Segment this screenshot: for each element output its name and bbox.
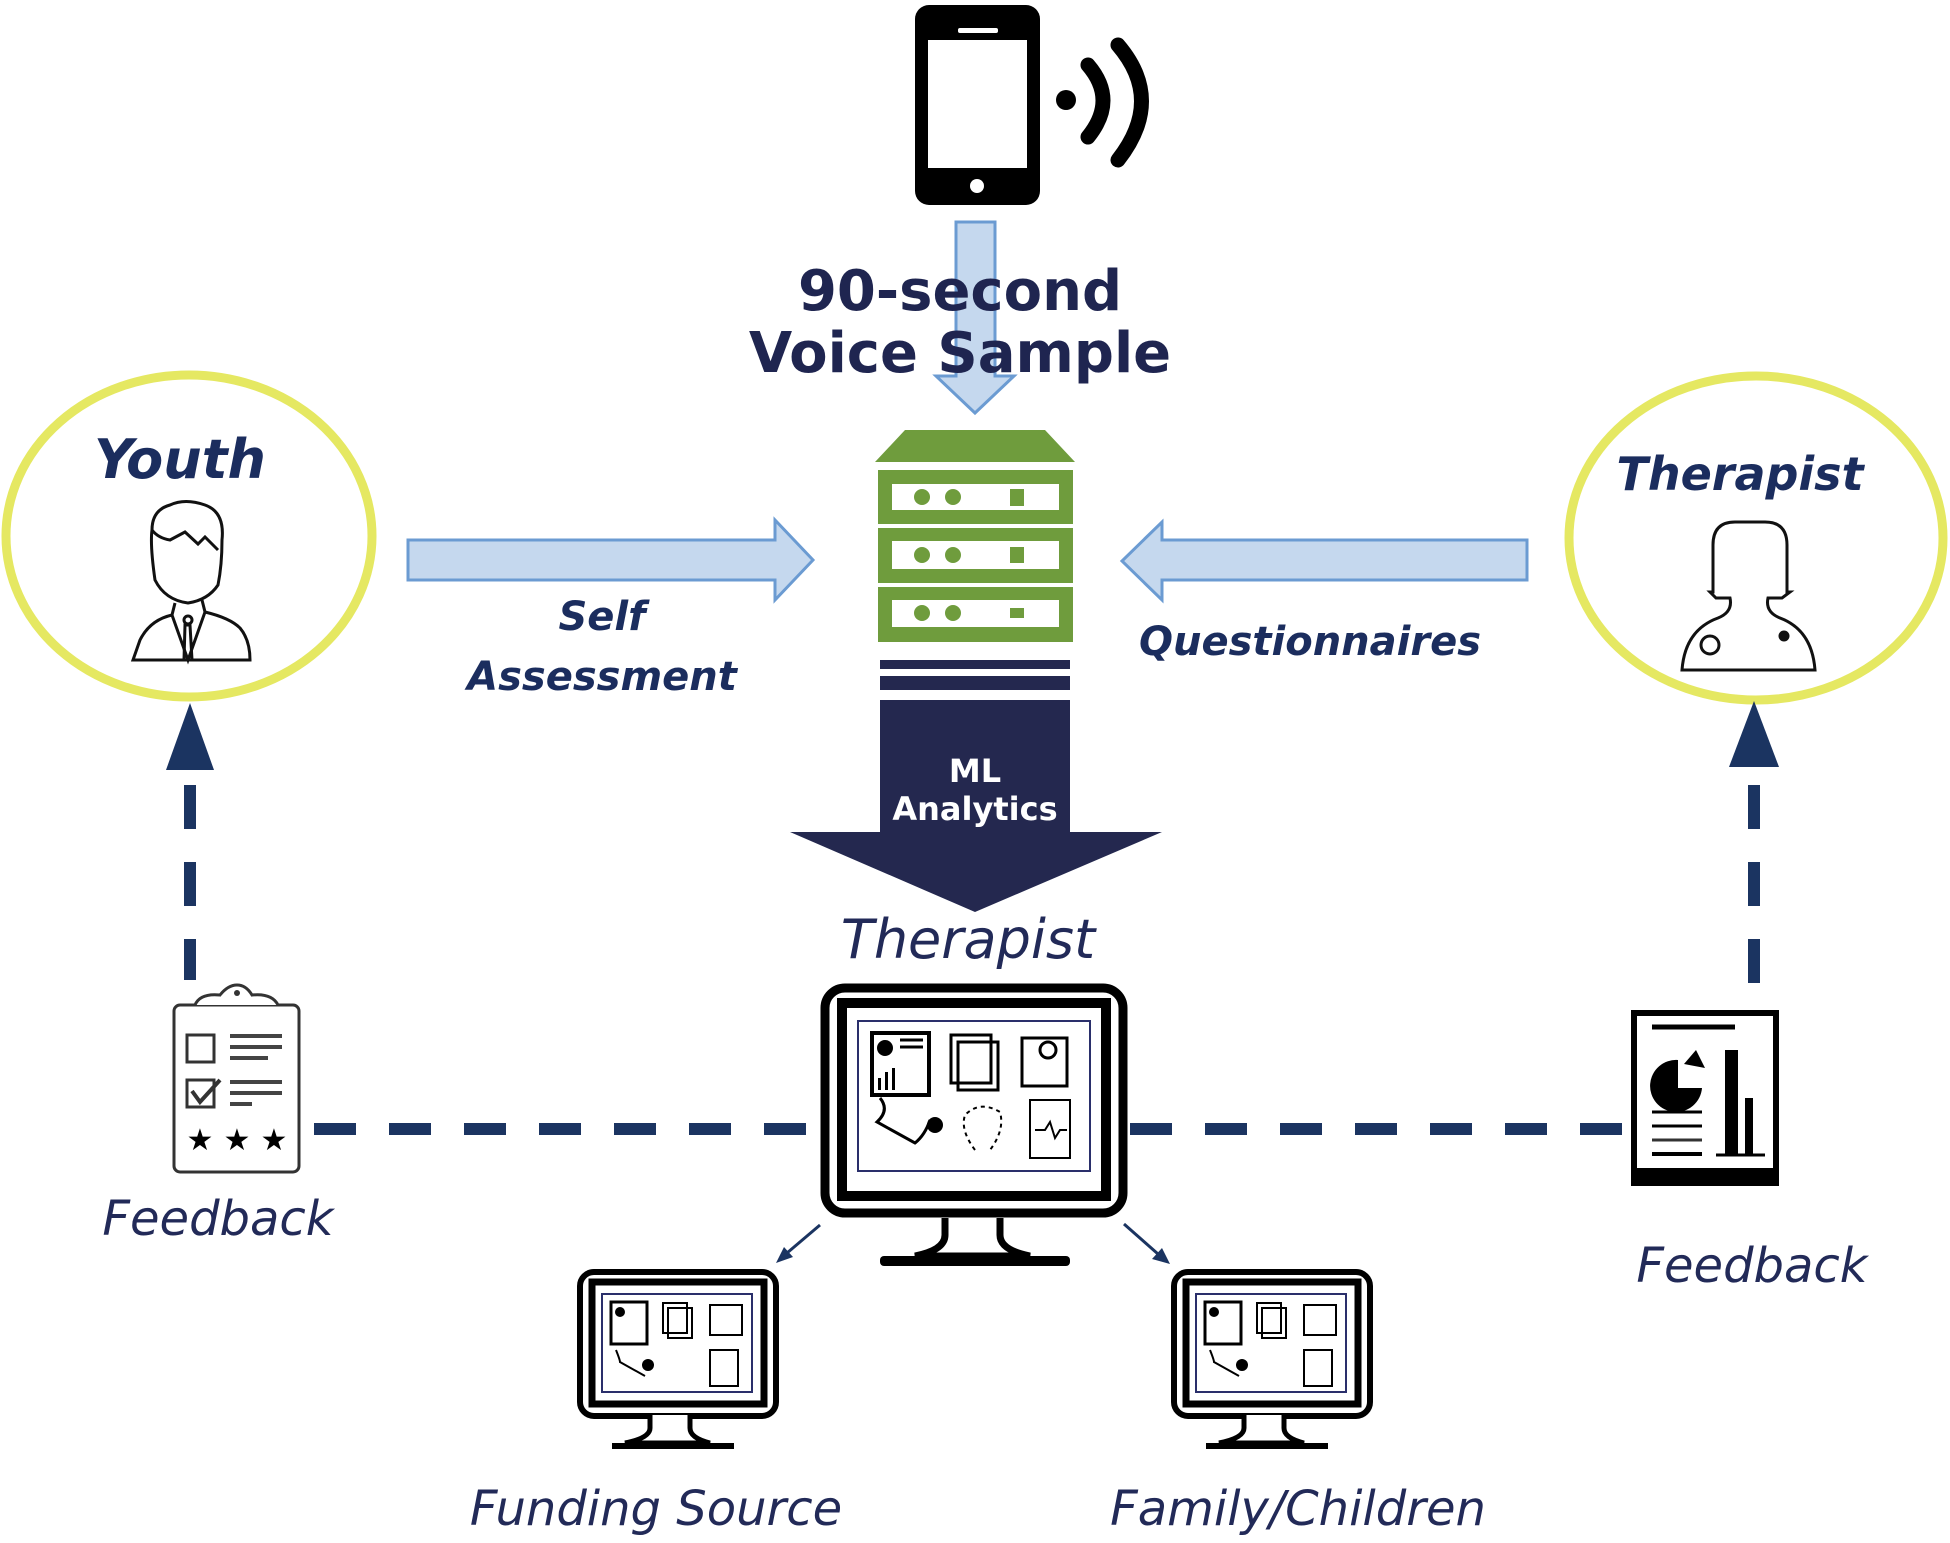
questionnaires-label: Questionnaires [1139, 619, 1481, 665]
family-children-monitor-icon [1171, 1269, 1373, 1449]
ml-analytics-label-line2: Analytics [892, 790, 1057, 828]
feedback-left-label: Feedback [102, 1191, 335, 1247]
funding-source-label: Funding Source [470, 1481, 842, 1537]
svg-text:★: ★ [261, 1123, 288, 1158]
youth-person-icon [130, 500, 252, 665]
svg-text:★: ★ [224, 1123, 251, 1158]
report-chart-icon [1631, 1010, 1779, 1186]
youth-node [1, 370, 377, 702]
server-rack-icon [875, 430, 1075, 642]
feedback-right-label: Feedback [1636, 1238, 1869, 1294]
self-assessment-label-line1: Self [558, 594, 650, 640]
dashboard-monitor-icon [820, 983, 1128, 1266]
youth-label: Youth [94, 428, 266, 491]
ml-analytics-arrow [790, 660, 1162, 912]
funding-source-monitor-icon [577, 1269, 779, 1449]
youth-feedback-connector [166, 703, 820, 1135]
therapist-node [1564, 371, 1948, 705]
clipboard-rating-icon: ★ ★ ★ [172, 983, 301, 1174]
therapist-feedback-connector [1130, 701, 1779, 1135]
arrow-to-family-children [1123, 1222, 1170, 1264]
questionnaires-arrow [1119, 518, 1529, 604]
therapist-input-label: Therapist [1616, 447, 1865, 501]
smartphone-signal-icon [915, 5, 1149, 205]
therapist-doctor-icon [1680, 520, 1817, 672]
voice-sample-label-line1: 90-second [798, 259, 1122, 324]
self-assessment-label-line2: Assessment [464, 654, 739, 700]
voice-sample-arrow [932, 220, 1018, 416]
therapist-dashboard-label: Therapist [841, 908, 1097, 971]
arrow-to-funding-source [776, 1223, 821, 1263]
voice-sample-label-line2: Voice Sample [749, 321, 1171, 386]
self-assessment-arrow [406, 516, 816, 604]
ml-analytics-label-line1: ML [949, 752, 1001, 790]
family-children-label: Family/Children [1110, 1481, 1486, 1537]
svg-text:★: ★ [187, 1123, 214, 1158]
